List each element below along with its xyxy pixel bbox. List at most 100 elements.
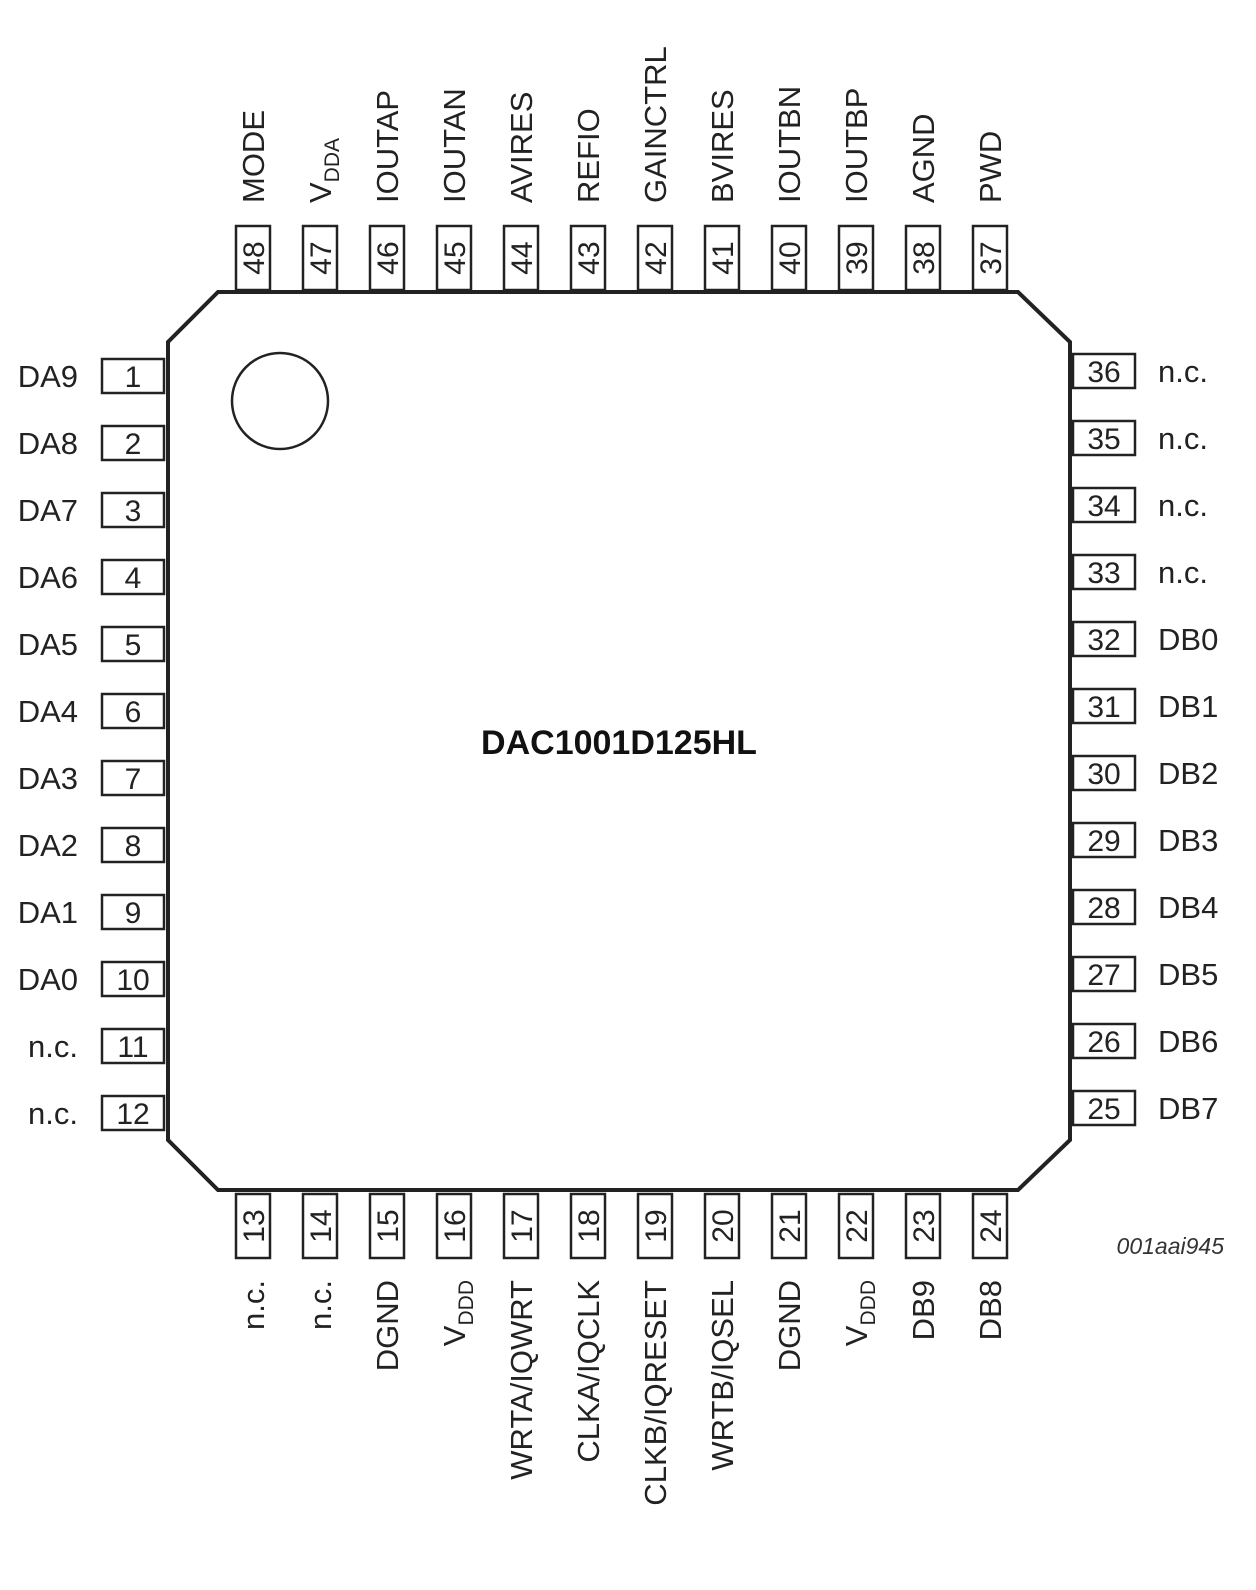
pin-label: IOUTAN <box>437 88 472 203</box>
pin-box <box>100 1027 166 1065</box>
pin-number: 36 <box>1087 356 1120 389</box>
pin-label: DB5 <box>1158 957 1218 992</box>
pin-box <box>636 1192 674 1260</box>
pin-label-text: n.c. <box>1158 488 1208 523</box>
pin-label-text: CLKB/IQRESET <box>638 1280 673 1506</box>
pin-number: 6 <box>125 696 142 729</box>
pin-label: DA7 <box>18 493 78 528</box>
pin-label-text: n.c. <box>28 1096 78 1131</box>
pin-number: 2 <box>125 428 142 461</box>
pin-label: n.c. <box>28 1029 78 1064</box>
pin-number: 30 <box>1087 758 1120 791</box>
pin-label-text: PWD <box>973 131 1008 203</box>
pin-6: 6 DA4 <box>18 692 166 730</box>
pin-label: PWD <box>973 131 1008 203</box>
pin-label-text: IOUTAP <box>370 90 405 203</box>
pin-label-text: WRTB/IQSEL <box>705 1280 740 1471</box>
pin-number: 10 <box>116 964 149 997</box>
pin-label-text: DB8 <box>973 1280 1008 1340</box>
pin-box <box>703 224 741 292</box>
pin-14: 14n.c. <box>301 1192 339 1330</box>
pin-label-text: DB3 <box>1158 823 1218 858</box>
pin-label-text: DB7 <box>1158 1091 1218 1126</box>
pin-4: 4 DA6 <box>18 558 166 596</box>
pin-box <box>100 759 166 797</box>
pin-label-text: REFIO <box>571 108 606 203</box>
pin-29: 29 DB3 <box>1071 821 1218 859</box>
pin-label-text: DB2 <box>1158 756 1218 791</box>
pin-number: 11 <box>117 1031 148 1064</box>
pin-number: 4 <box>125 562 142 595</box>
pin-box <box>1071 955 1137 993</box>
pin-number: 12 <box>116 1098 149 1131</box>
pin-label-text: CLKA/IQCLK <box>571 1280 606 1463</box>
pin-label: WRTA/IQWRT <box>504 1280 539 1480</box>
pin-number: 21 <box>774 1209 807 1242</box>
pin-box <box>368 1192 406 1260</box>
pin-label-text: DB1 <box>1158 689 1218 724</box>
pin-30: 30 DB2 <box>1071 754 1218 792</box>
pin-label-text: DA3 <box>18 761 78 796</box>
pin-label: DA0 <box>18 962 78 997</box>
pin-number: 3 <box>125 495 142 528</box>
pin-label-text: DB0 <box>1158 622 1218 657</box>
pin-box <box>971 1192 1009 1260</box>
pin-label-text: IOUTBN <box>772 86 807 203</box>
pin-label: DB1 <box>1158 689 1218 724</box>
pin-box <box>1071 419 1137 457</box>
pin-number: 8 <box>125 830 142 863</box>
pin-label-text: DA6 <box>18 560 78 595</box>
pin-number: 29 <box>1087 825 1120 858</box>
pin-label-text: WRTA/IQWRT <box>504 1280 539 1480</box>
pin-box <box>100 692 166 730</box>
pin-label-text: DB6 <box>1158 1024 1218 1059</box>
pin-label: n.c. <box>28 1096 78 1131</box>
pin-number: 27 <box>1087 959 1120 992</box>
pin-number: 35 <box>1087 423 1120 456</box>
pin-number: 47 <box>305 241 338 274</box>
pin-number: 15 <box>372 1209 405 1242</box>
pin-box <box>1071 1089 1137 1127</box>
pin-label-text: DB4 <box>1158 890 1218 925</box>
pin-label-text: MODE <box>236 110 271 203</box>
pin-label-text: V <box>303 182 338 203</box>
pin-number: 32 <box>1087 624 1120 657</box>
pin-number: 5 <box>125 629 142 662</box>
pin-box <box>502 1192 540 1260</box>
pin-number: 48 <box>238 241 271 274</box>
pin-label-text: n.c. <box>28 1029 78 1064</box>
pin-box <box>100 960 166 998</box>
pin-label: MODE <box>236 110 271 203</box>
pin-label-text: DA0 <box>18 962 78 997</box>
pin-label-text: IOUTAN <box>437 88 472 203</box>
pin-number: 33 <box>1087 557 1120 590</box>
pin-label: AVIRES <box>504 92 539 203</box>
pin-label-subscript: DDA <box>321 138 344 182</box>
pin-label: IOUTBP <box>839 88 874 203</box>
pin-label: DB3 <box>1158 823 1218 858</box>
pin-box <box>1071 888 1137 926</box>
pin-label-text: DB9 <box>906 1280 941 1340</box>
pin-label: AGND <box>906 113 941 203</box>
pin-box <box>100 424 166 462</box>
pin-label: REFIO <box>571 108 606 203</box>
pin-label-text: DA4 <box>18 694 78 729</box>
pin-number: 31 <box>1087 691 1120 724</box>
pin-box <box>703 1192 741 1260</box>
pin-label-text: DB5 <box>1158 957 1218 992</box>
